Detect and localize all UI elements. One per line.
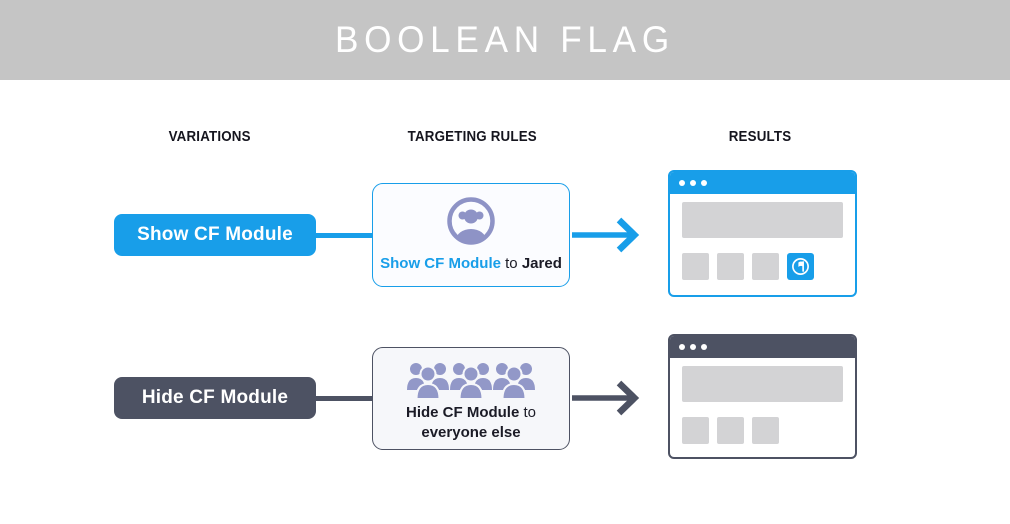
arrow-right-icon: [572, 380, 640, 416]
placeholder-banner: [682, 202, 843, 238]
placeholder-square: [717, 253, 744, 280]
placeholder-row: [682, 253, 843, 280]
rule-text: Hide CF Module to everyone else: [406, 403, 536, 444]
arrow-right-icon: [572, 217, 640, 253]
column-header-variations: VARIATIONS: [168, 129, 252, 145]
user-circle-icon: [447, 197, 495, 245]
connector-line: [315, 396, 373, 401]
window-dot: [701, 344, 707, 350]
placeholder-row: [682, 417, 843, 444]
rule-text: Show CF Module to Jared: [380, 254, 562, 274]
placeholder-square: [682, 417, 709, 444]
window-dot: [690, 344, 696, 350]
flag-icon: [792, 258, 809, 275]
title-banner: BOOLEAN FLAG: [0, 0, 1010, 80]
targeting-rule-card: Show CF Module to Jared: [372, 183, 570, 287]
rule-connector-word: to: [523, 404, 536, 421]
crowd-icon: [407, 363, 535, 399]
browser-title-bar: [670, 172, 855, 194]
result-browser-window: [668, 170, 857, 297]
variation-pill-show-cf-module: Show CF Module: [114, 214, 316, 256]
placeholder-banner: [682, 366, 843, 402]
column-header-targeting-rules: TARGETING RULES: [407, 129, 537, 145]
rule-audience: Jared: [521, 255, 562, 272]
window-dot: [679, 180, 685, 186]
rule-flag-name: Hide CF Module: [405, 404, 520, 421]
browser-title-bar: [670, 336, 855, 358]
window-dot: [701, 180, 707, 186]
cf-module-tile: [787, 253, 814, 280]
page-title: BOOLEAN FLAG: [335, 19, 675, 60]
variation-label: Show CF Module: [137, 224, 293, 245]
targeting-rule-card: Hide CF Module to everyone else: [372, 347, 570, 450]
variation-pill-hide-cf-module: Hide CF Module: [114, 377, 316, 419]
browser-body: [670, 358, 855, 444]
rule-connector-word: to: [505, 255, 518, 272]
placeholder-square: [752, 417, 779, 444]
rule-flag-name: Show CF Module: [380, 255, 501, 272]
result-browser-window: [668, 334, 857, 459]
connector-line: [315, 233, 373, 238]
window-dot: [690, 180, 696, 186]
window-dot: [679, 344, 685, 350]
placeholder-square: [752, 253, 779, 280]
variation-label: Hide CF Module: [141, 387, 289, 408]
rule-audience: everyone else: [421, 424, 521, 442]
browser-body: [670, 194, 855, 280]
placeholder-square: [717, 417, 744, 444]
placeholder-square: [682, 253, 709, 280]
column-header-results: RESULTS: [728, 129, 792, 145]
